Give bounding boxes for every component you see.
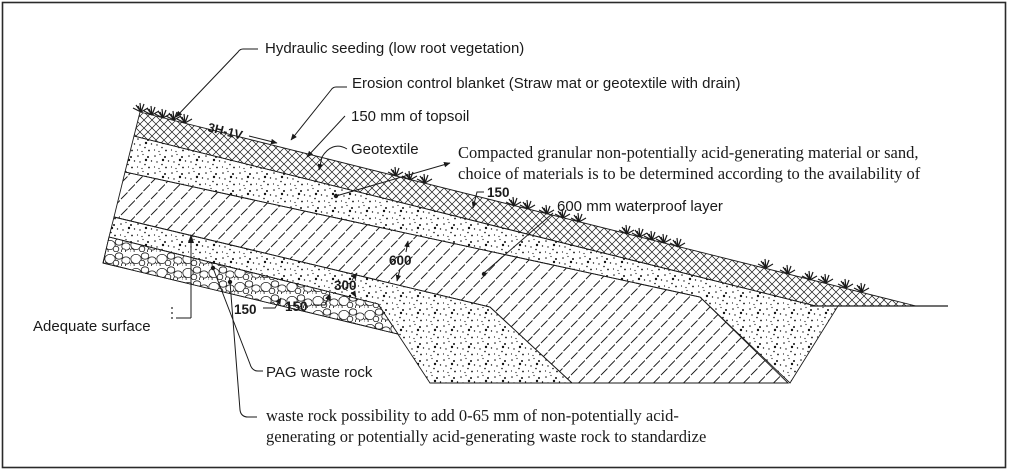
dim-leader-600-down <box>395 268 402 282</box>
dim-leader-300-up <box>351 272 358 281</box>
dim-leader-300-down <box>350 290 357 298</box>
dim-leader-150-cobble-right <box>313 293 331 306</box>
label-compacted-line2: choice of materials is to be determined … <box>458 164 921 183</box>
leader-waterproof <box>483 212 554 274</box>
label-erosion-blanket: Erosion control blanket (Straw mat or ge… <box>352 75 741 92</box>
label-pag-waste-rock: PAG waste rock <box>266 364 373 381</box>
dim-leader-150-cobble-left <box>263 297 282 309</box>
dim-300-sand: 300 <box>334 278 357 293</box>
dim-600-waterproof: 600 <box>389 253 412 268</box>
label-topsoil: 150 mm of topsoil <box>351 108 469 125</box>
leader-hydraulic-seeding <box>175 48 258 118</box>
leader-compacted-sand <box>335 162 451 197</box>
dim-150-topsoil: 150 <box>487 185 510 200</box>
layer-cobbles <box>102 236 400 335</box>
leader-lines <box>171 48 554 418</box>
dim-150-cobble-left: 150 <box>234 302 257 317</box>
dim-150-cobble-right: 150 <box>285 299 308 314</box>
leader-compacted-dot <box>333 193 339 199</box>
dim-leader-150-topsoil <box>471 191 484 209</box>
leader-geotextile <box>317 145 348 171</box>
leader-adequate-arrowhead <box>188 234 194 243</box>
label-compacted-line1: Compacted granular non-potentially acid-… <box>458 143 918 162</box>
label-geotextile: Geotextile <box>351 141 419 158</box>
leader-erosion-blanket <box>290 86 347 141</box>
leader-waterproof-dot <box>481 271 487 277</box>
dim-leader-600-up <box>404 240 410 253</box>
label-waste-rock-note-line1: waste rock possibility to add 0-65 mm of… <box>266 406 679 425</box>
leader-waste-rock-note <box>229 281 257 418</box>
label-waste-rock-note-line2: generating or potentially acid-generatin… <box>266 427 706 446</box>
leader-pag-dot <box>210 265 216 271</box>
leader-pag-waste-rock <box>212 267 263 372</box>
label-waterproof: 600 mm waterproof layer <box>557 198 723 215</box>
text-labels: Hydraulic seeding (low root vegetation) … <box>33 40 921 446</box>
slope-ratio-arrow <box>248 135 278 145</box>
label-adequate-surface: Adequate surface <box>33 318 151 335</box>
label-hydraulic-seeding: Hydraulic seeding (low root vegetation) <box>265 40 524 57</box>
leader-waste-rock-note-dot <box>227 279 233 285</box>
embankment-layers <box>102 111 948 384</box>
leader-topsoil <box>306 115 346 158</box>
